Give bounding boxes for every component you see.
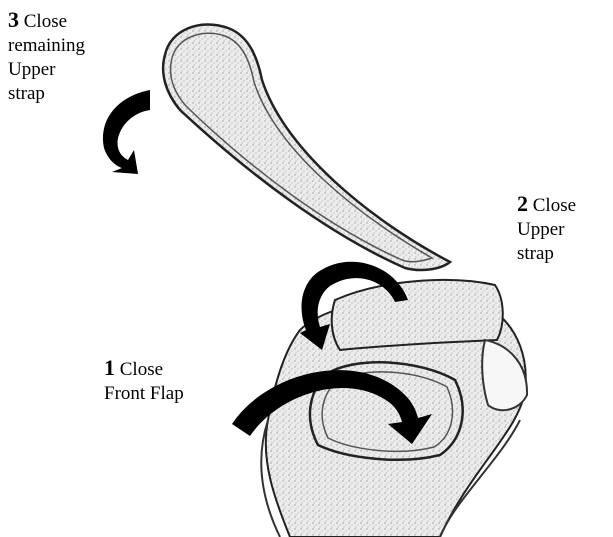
step-2-line-3: strap [517,242,576,266]
step-2-number: 2 [517,191,528,216]
remaining-upper-strap [163,24,450,270]
step-2-label: 2 Close Upper strap [517,192,576,266]
step-1-line-2: Front Flap [104,382,184,406]
step-2-line-1: Close [533,195,576,216]
step-3-line-3: Upper [8,58,85,82]
step-3-label: 3 Close remaining Upper strap [8,8,85,106]
step-1-label: 1 Close Front Flap [104,356,184,406]
step-3-line-4: strap [8,82,85,106]
step-3-line-2: remaining [8,34,85,58]
step-3-number: 3 [8,7,19,32]
step-1-number: 1 [104,355,115,380]
step-2-line-2: Upper [517,218,576,242]
upper-strap-closed [332,280,503,350]
curved-arrow-icon [103,90,150,174]
step-3-line-1: Close [24,11,67,32]
step-1-line-1: Close [120,359,163,380]
